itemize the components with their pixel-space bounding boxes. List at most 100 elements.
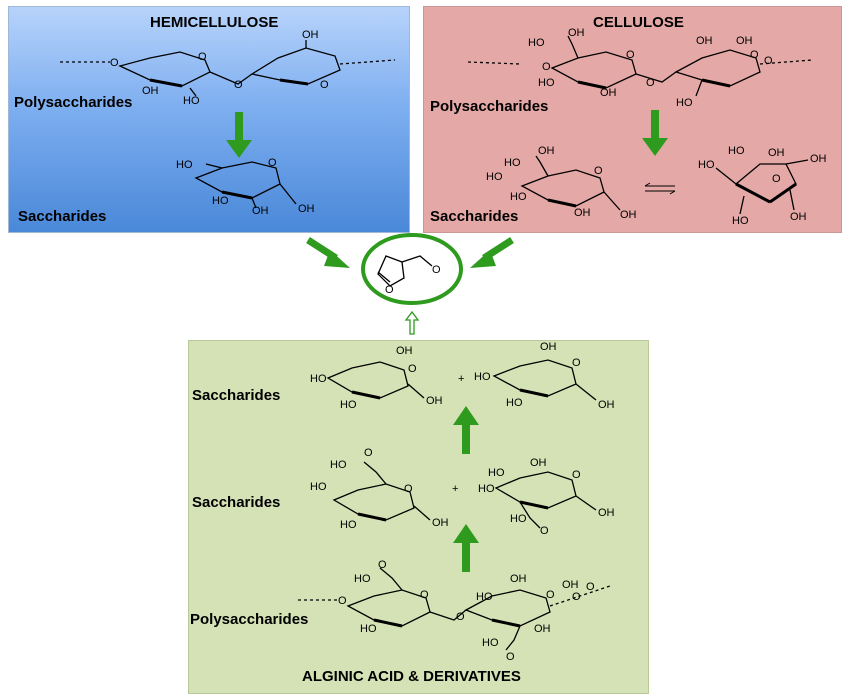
atom-label: HO	[340, 399, 357, 411]
atom-label: OH	[574, 207, 591, 219]
atom-label: O	[540, 525, 549, 537]
atom-label: OH	[534, 623, 551, 635]
hemicellulose-polysaccharides-label: Polysaccharides	[14, 94, 133, 111]
atom-label: O	[268, 157, 277, 169]
atom-label: O	[364, 447, 373, 459]
alginic-to-product-arrow	[404, 310, 420, 335]
plus-sign: +	[452, 483, 459, 495]
atom-label: HO	[340, 519, 357, 531]
atom-label: O	[110, 57, 119, 69]
atom-label: O	[198, 51, 207, 63]
hemicellulose-saccharides-label: Saccharides	[18, 208, 107, 225]
atom-label: OH	[768, 147, 785, 159]
atom-label: HO	[528, 37, 545, 49]
fructofuranose-structure	[715, 159, 809, 215]
alginic-title: ALGINIC ACID & DERIVATIVES	[302, 668, 521, 685]
atom-label: O	[572, 591, 581, 603]
hemicellulose-panel	[8, 6, 410, 233]
atom-label: OH	[540, 341, 557, 353]
atom-label: OH	[696, 35, 713, 47]
atom-label: HO	[510, 513, 527, 525]
atom-label: OH	[298, 203, 315, 215]
plus-sign: +	[458, 373, 465, 385]
atom-label: O	[626, 49, 635, 61]
alginic-saccharides-label-2: Saccharides	[192, 494, 281, 511]
product-highlight-ring	[361, 233, 463, 305]
atom-label: HO	[698, 159, 715, 171]
process-arrows	[226, 110, 668, 572]
atom-label: O	[338, 595, 347, 607]
atom-label: HO	[488, 467, 505, 479]
atom-label: O	[456, 611, 465, 623]
atom-label: O	[546, 589, 555, 601]
atom-label: O	[234, 79, 243, 91]
atom-label: O	[385, 284, 394, 296]
arrows-to-product	[306, 237, 514, 261]
xylose-structure	[194, 161, 297, 209]
atom-label: HO	[676, 97, 693, 109]
atom-label: O	[420, 589, 429, 601]
atom-label: OH	[426, 395, 443, 407]
atom-label: O	[594, 165, 603, 177]
atom-label: OH	[620, 209, 637, 221]
atom-label: O	[572, 469, 581, 481]
atom-label: HO	[310, 481, 327, 493]
atom-label: HO	[360, 623, 377, 635]
alginic-middle-structures	[332, 461, 597, 529]
atom-label: O	[542, 61, 551, 73]
atom-label: O	[646, 77, 655, 89]
atom-label: HO	[486, 171, 503, 183]
atom-label: O	[378, 559, 387, 571]
atom-label: HO	[506, 397, 523, 409]
atom-label: OH	[810, 153, 827, 165]
atom-label: OH	[790, 211, 807, 223]
hemicellulose-title: HEMICELLULOSE	[150, 14, 279, 31]
cellulose-polysaccharides-label: Polysaccharides	[430, 98, 549, 115]
atom-label: OH	[600, 87, 617, 99]
atom-label: HO	[330, 459, 347, 471]
alginic-polysaccharides-label: Polysaccharides	[190, 611, 309, 628]
atom-label: OH	[510, 573, 527, 585]
atom-label: O	[772, 173, 781, 185]
atom-label: OH	[142, 85, 159, 97]
atom-label: HO	[478, 483, 495, 495]
atom-label: OH	[568, 27, 585, 39]
atom-label: HO	[476, 591, 493, 603]
atom-label: O	[586, 581, 595, 593]
atom-label: O	[408, 363, 417, 375]
atom-label: O	[404, 483, 413, 495]
cellulose-panel	[423, 6, 842, 233]
atom-label: HO	[354, 573, 371, 585]
cellulose-title: CELLULOSE	[593, 14, 684, 31]
hemicellulose-polymer-structure	[60, 40, 396, 97]
atom-label: HO	[510, 191, 527, 203]
atom-label: HO	[504, 157, 521, 169]
atom-label: OH	[736, 35, 753, 47]
cellulose-polymer-structure	[467, 35, 813, 97]
atom-label: O	[764, 55, 773, 67]
atom-label: OH	[530, 457, 547, 469]
atom-label: HO	[474, 371, 491, 383]
atom-label: HO	[176, 159, 193, 171]
atom-label: O	[506, 651, 515, 663]
alginic-top-structures	[326, 359, 597, 401]
atom-label: OH	[598, 399, 615, 411]
atom-label: O	[572, 357, 581, 369]
atom-label: O	[432, 264, 441, 276]
atom-label: HO	[728, 145, 745, 157]
atom-label: O	[320, 79, 329, 91]
atom-label: OH	[252, 205, 269, 217]
atom-label: HO	[732, 215, 749, 227]
cellulose-saccharides-label: Saccharides	[430, 208, 519, 225]
atom-label: HO	[538, 77, 555, 89]
alginic-polymer-structure	[298, 567, 611, 651]
atom-label: OH	[598, 507, 615, 519]
alginic-saccharides-label-1: Saccharides	[192, 387, 281, 404]
atom-label: HO	[310, 373, 327, 385]
arrowheads-to-product	[324, 250, 496, 268]
glucose-structure	[520, 155, 621, 211]
atom-label: HO	[482, 637, 499, 649]
atom-label: OH	[538, 145, 555, 157]
furfural-structure	[377, 255, 433, 287]
